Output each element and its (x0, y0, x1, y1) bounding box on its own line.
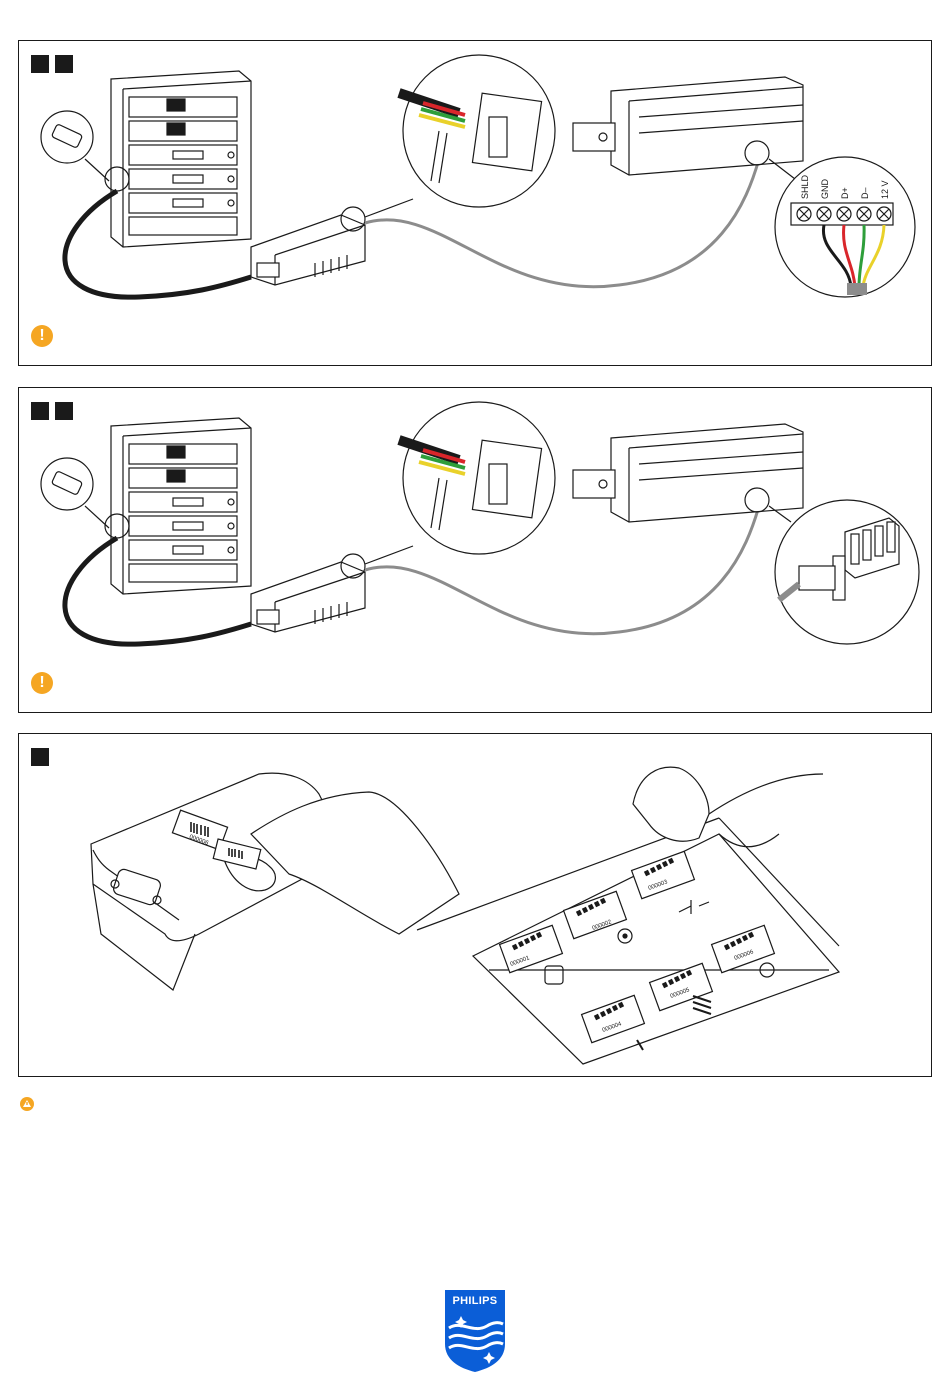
philips-logo: PHILIPS (443, 1288, 507, 1372)
notice-icon: ! (31, 325, 53, 347)
label-sticker-illustration: 000006 00 (19, 734, 933, 1078)
terminal-label-d-minus: D– (860, 187, 870, 199)
din-rail-controller (573, 77, 803, 175)
logo-wordmark: PHILIPS (443, 1295, 507, 1307)
db9-inset-circle (41, 111, 93, 163)
terminal-label-12v: 12 V (880, 180, 890, 199)
step-panel-2: ! (18, 387, 932, 713)
usb-rs485-converter (251, 207, 365, 285)
terminal-label-d-plus: D+ (840, 187, 850, 199)
step-panel-3: 000006 00 (18, 733, 932, 1077)
caution-icon (20, 1097, 34, 1111)
notice-icon: ! (31, 672, 53, 694)
server-cabinet (111, 71, 251, 247)
wiring-illustration-1: SHLD GND D+ D– 12 V (19, 41, 933, 367)
din-rail-controller (573, 424, 803, 522)
usb-rs485-converter (251, 554, 365, 632)
terminal-label-shld: SHLD (800, 174, 810, 199)
wiring-illustration-2 (19, 388, 933, 714)
server-cabinet (111, 418, 251, 594)
db9-inset-circle (41, 458, 93, 510)
step-panel-1: SHLD GND D+ D– 12 V ! (18, 40, 932, 366)
terminal-label-gnd: GND (820, 179, 830, 200)
